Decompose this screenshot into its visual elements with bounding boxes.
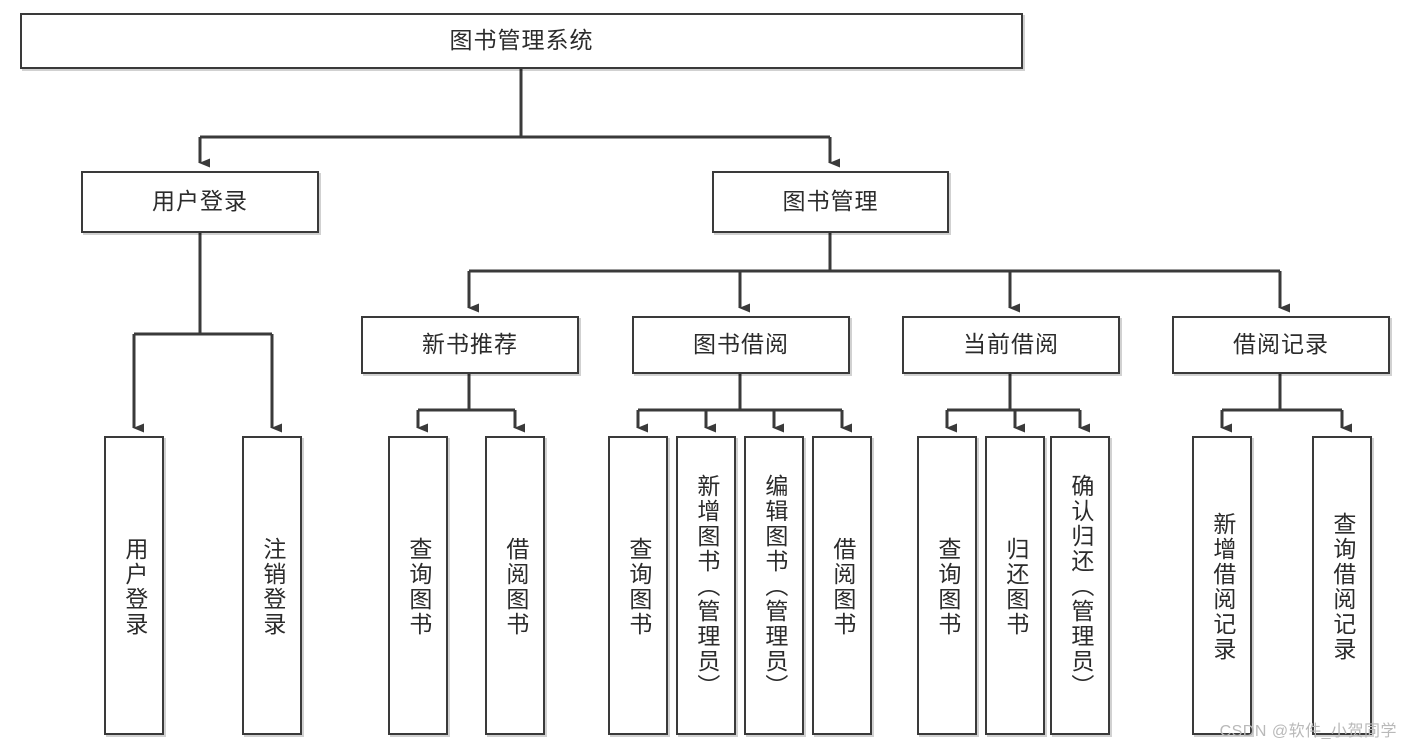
node-leaf-query-book-3-label: 查询图书 <box>934 536 961 637</box>
node-leaf-query-book-2-label: 查询图书 <box>625 536 652 637</box>
node-leaf-confirm-return-label: 确认归还（管理员） <box>1067 474 1094 699</box>
node-leaf-query-record-label: 查询借阅记录 <box>1329 511 1356 662</box>
node-user-login[interactable]: 用户登录 <box>81 171 319 233</box>
node-leaf-confirm-return[interactable]: 确认归还（管理员） <box>1050 436 1110 735</box>
node-book-manage-label: 图书管理 <box>782 188 879 215</box>
node-new-book-rec-label: 新书推荐 <box>422 331 518 358</box>
node-root[interactable]: 图书管理系统 <box>20 13 1023 69</box>
node-root-label: 图书管理系统 <box>449 27 594 54</box>
node-leaf-add-book-label: 新增图书（管理员） <box>693 474 720 699</box>
node-leaf-logout[interactable]: 注销登录 <box>242 436 302 735</box>
node-leaf-query-record[interactable]: 查询借阅记录 <box>1312 436 1372 735</box>
node-leaf-return-book[interactable]: 归还图书 <box>985 436 1045 735</box>
node-leaf-edit-book-label: 编辑图书（管理员） <box>761 474 788 699</box>
node-leaf-borrow-book-1-label: 借阅图书 <box>502 536 529 637</box>
node-borrow-record[interactable]: 借阅记录 <box>1172 316 1390 374</box>
node-book-manage[interactable]: 图书管理 <box>712 171 949 233</box>
node-leaf-return-book-label: 归还图书 <box>1002 536 1029 637</box>
node-leaf-query-book-1-label: 查询图书 <box>405 536 432 637</box>
node-leaf-add-record[interactable]: 新增借阅记录 <box>1192 436 1252 735</box>
node-leaf-borrow-book-1[interactable]: 借阅图书 <box>485 436 545 735</box>
node-leaf-query-book-1[interactable]: 查询图书 <box>388 436 448 735</box>
node-book-borrow[interactable]: 图书借阅 <box>632 316 850 374</box>
node-leaf-add-book[interactable]: 新增图书（管理员） <box>676 436 736 735</box>
node-leaf-query-book-3[interactable]: 查询图书 <box>917 436 977 735</box>
node-new-book-rec[interactable]: 新书推荐 <box>361 316 579 374</box>
node-current-borrow[interactable]: 当前借阅 <box>902 316 1120 374</box>
node-current-borrow-label: 当前借阅 <box>963 331 1059 358</box>
node-leaf-borrow-book-2[interactable]: 借阅图书 <box>812 436 872 735</box>
node-leaf-user-login-label: 用户登录 <box>121 536 148 637</box>
node-leaf-logout-label: 注销登录 <box>259 536 286 637</box>
node-leaf-borrow-book-2-label: 借阅图书 <box>829 536 856 637</box>
node-user-login-label: 用户登录 <box>152 188 248 215</box>
node-borrow-record-label: 借阅记录 <box>1233 331 1329 358</box>
node-book-borrow-label: 图书借阅 <box>693 331 789 358</box>
node-leaf-edit-book[interactable]: 编辑图书（管理员） <box>744 436 804 735</box>
node-leaf-query-book-2[interactable]: 查询图书 <box>608 436 668 735</box>
node-leaf-add-record-label: 新增借阅记录 <box>1209 511 1236 662</box>
node-leaf-user-login[interactable]: 用户登录 <box>104 436 164 735</box>
